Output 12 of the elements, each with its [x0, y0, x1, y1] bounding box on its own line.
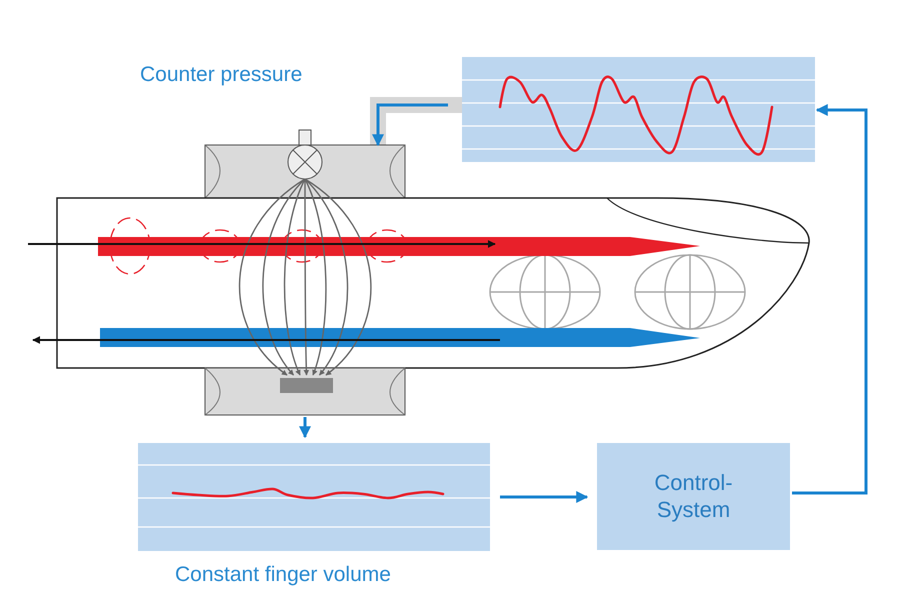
process-box: Control- System	[597, 443, 790, 550]
label: Constant finger volume	[175, 563, 391, 587]
arrow	[299, 417, 311, 438]
arrow	[500, 491, 588, 503]
label: Counter pressure	[140, 63, 302, 87]
finger-drawing	[57, 198, 812, 368]
arrow	[372, 104, 448, 146]
arrow	[792, 104, 868, 494]
chart-panel	[138, 443, 490, 551]
chart-panel	[462, 57, 815, 162]
cuff-drawing	[205, 130, 405, 198]
cuff-drawing	[205, 368, 405, 415]
